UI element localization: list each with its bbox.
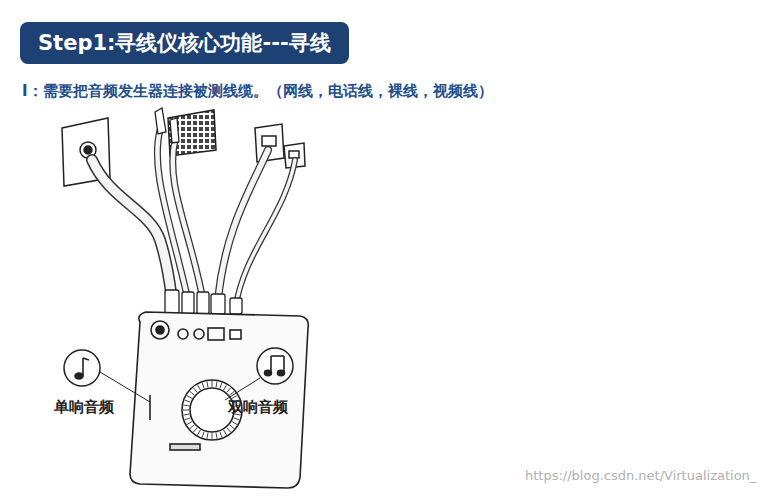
instruction-text: I：需要把音频发生器连接被测线缆。（网线，电话线，裸线，视频线）: [22, 82, 493, 101]
title-band: Step1:寻线仪核心功能---寻线: [20, 22, 349, 64]
title-text: Step1:寻线仪核心功能---寻线: [38, 28, 331, 58]
single-tone-label: 单响音频: [54, 398, 114, 417]
watermark: https://blog.csdn.net/Virtualization_: [525, 468, 756, 483]
double-tone-label: 双响音频: [228, 398, 288, 417]
